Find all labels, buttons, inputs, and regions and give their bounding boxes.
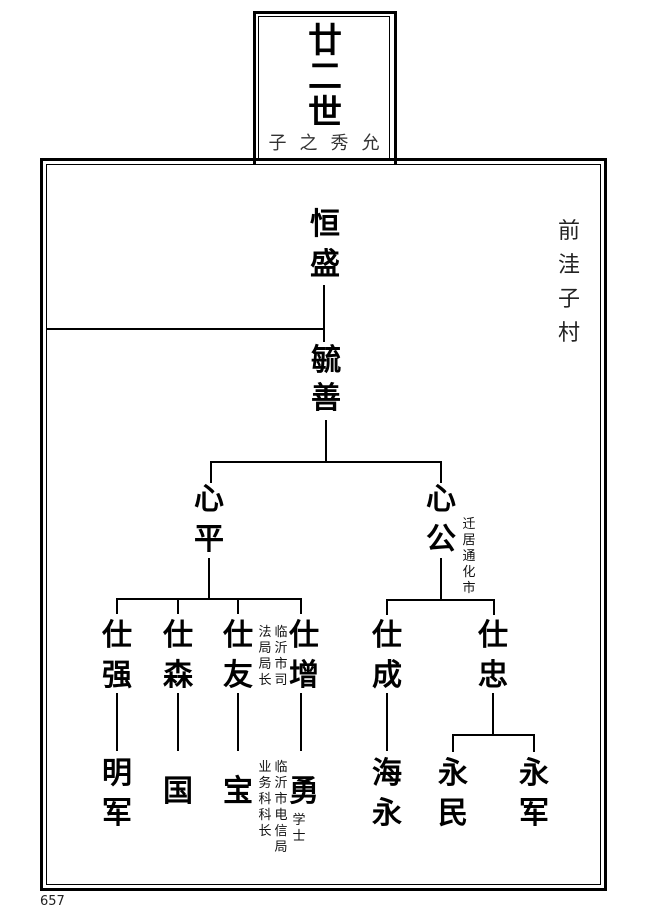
person-guo: 国 xyxy=(163,774,193,809)
connector-root-son xyxy=(323,285,325,342)
connector-lineage-horizontal xyxy=(46,328,324,330)
connector-gen3-right-bar xyxy=(386,599,495,601)
person-shiqiang: 仕强 xyxy=(102,618,132,693)
person-son: 毓善 xyxy=(311,343,341,416)
generation-char: 廿 xyxy=(308,21,342,61)
person-shicheng: 仕成 xyxy=(372,618,402,693)
page-frame xyxy=(40,158,607,891)
person-shizeng: 仕增 xyxy=(289,618,319,693)
connector-drop xyxy=(533,734,535,752)
person-yongjun: 永军 xyxy=(519,756,549,831)
connector-shisen-child xyxy=(177,693,179,751)
person-yongmin: 永民 xyxy=(438,756,468,831)
village-char: 子 xyxy=(557,287,580,312)
connector-shicheng-child xyxy=(386,693,388,751)
generation-char: 二 xyxy=(308,57,342,97)
generation-title-box xyxy=(253,11,397,164)
subtitle-char: 子 xyxy=(268,133,287,154)
generation-title-inner-border xyxy=(258,16,390,159)
person-xingong: 心公 xyxy=(426,482,456,557)
connector-shiyou-child xyxy=(237,693,239,751)
connector-gen4-right-bar xyxy=(452,734,535,736)
connector-drop-xinping xyxy=(210,461,212,483)
connector-drop xyxy=(116,598,118,614)
subtitle-char: 允 xyxy=(361,133,380,154)
note-yong-employer: 临沂市电信局 xyxy=(274,760,288,855)
connector-xingong-stem xyxy=(440,558,442,600)
connector-drop xyxy=(452,734,454,752)
connector-shizeng-child xyxy=(300,693,302,751)
connector-shizhong-stem xyxy=(492,693,494,735)
page-number: 657 xyxy=(40,894,65,909)
connector-drop xyxy=(493,599,495,615)
note-yong-title: 业务科科长 xyxy=(258,760,272,839)
person-shiyou: 仕友 xyxy=(223,618,253,693)
note-xingong: 迁居通化市 xyxy=(462,517,476,596)
person-shizhong: 仕忠 xyxy=(478,618,508,693)
person-mingjun: 明军 xyxy=(102,756,132,831)
connector-son-stem xyxy=(325,420,327,462)
connector-gen3-left-bar xyxy=(116,598,301,600)
person-root: 恒盛 xyxy=(310,207,340,282)
person-xinping: 心平 xyxy=(194,482,224,557)
subtitle-char: 秀 xyxy=(330,133,349,154)
village-char: 洼 xyxy=(557,253,580,278)
note-shiyou-col1: 临沂市司 xyxy=(274,625,288,688)
connector-drop-xingong xyxy=(440,461,442,483)
connector-drop xyxy=(386,599,388,615)
village-label: 前 洼 子 村 xyxy=(552,215,586,351)
village-char: 前 xyxy=(557,219,580,244)
connector-shiqiang-child xyxy=(116,693,118,751)
person-yong: 勇 xyxy=(289,774,319,809)
village-char: 村 xyxy=(557,321,580,346)
person-shisen: 仕森 xyxy=(163,618,193,693)
connector-drop xyxy=(177,598,179,614)
connector-xinping-stem xyxy=(208,558,210,599)
connector-drop xyxy=(237,598,239,614)
note-shiyou-col2: 法局局长 xyxy=(258,625,272,688)
connector-gen2-bar xyxy=(210,461,442,463)
generation-subtitle: 子 之 秀 允 xyxy=(262,129,386,155)
person-haiyong: 海永 xyxy=(372,756,402,831)
connector-drop xyxy=(300,598,302,614)
note-yong-degree: 学士 xyxy=(292,813,306,844)
generation-char: 世 xyxy=(308,93,342,133)
page-frame-inner xyxy=(46,164,601,885)
person-bao: 宝 xyxy=(223,774,253,809)
subtitle-char: 之 xyxy=(299,133,318,154)
